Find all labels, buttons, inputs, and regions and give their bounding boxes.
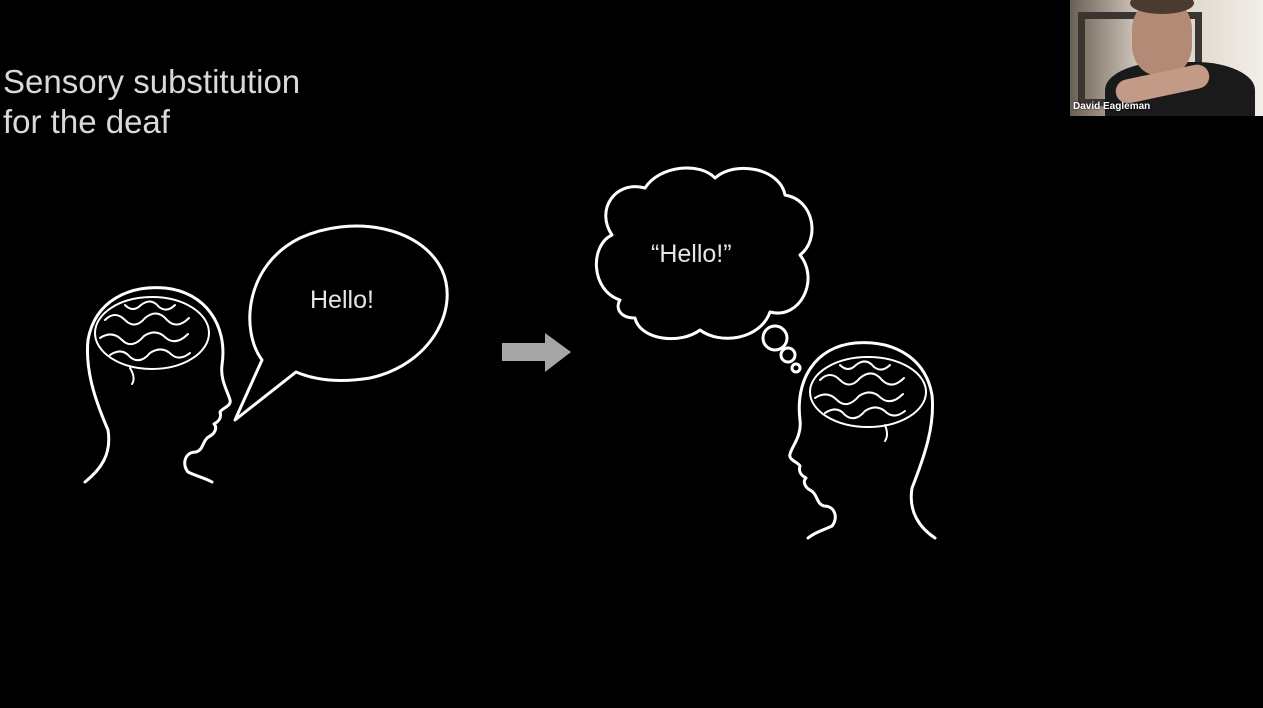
participant-name-label: David Eagleman [1073, 101, 1151, 112]
participant-video-tile[interactable]: David Eagleman [1070, 0, 1263, 116]
speech-bubble [233, 224, 449, 422]
speaker-head-icon [83, 286, 232, 484]
slide-title: Sensory substitution for the deaf [3, 62, 300, 142]
thought-cloud-text: “Hello!” [651, 240, 732, 268]
slide-title-line1: Sensory substitution [3, 63, 301, 100]
slide-title-line2: for the deaf [3, 103, 170, 140]
participant-hair [1130, 0, 1194, 14]
thought-cloud [594, 166, 814, 374]
arrow-right-icon [502, 333, 571, 372]
speech-bubble-text: Hello! [310, 286, 374, 314]
listener-brain-icon [809, 356, 927, 442]
speaker-brain-icon [94, 296, 210, 385]
listener-head-icon [788, 341, 937, 540]
